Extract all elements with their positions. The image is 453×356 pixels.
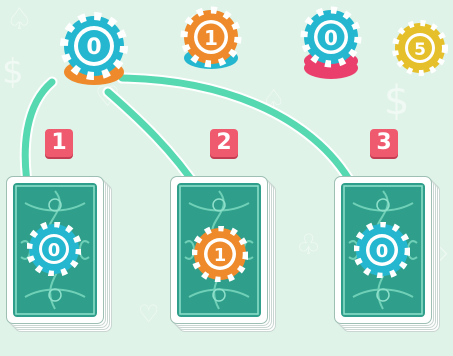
chip-one-value: 1: [204, 26, 218, 50]
deck-2-chip: 1: [192, 226, 248, 282]
source-chip-value: 0: [86, 35, 101, 60]
chip-five[interactable]: 5: [392, 20, 448, 76]
deck-3-chip: 0: [354, 222, 410, 278]
card-deck-2[interactable]: 1: [170, 176, 274, 330]
deck-number-badge-3: 3: [370, 129, 398, 157]
deck-1-chip: 0: [27, 222, 81, 276]
card-deck-3[interactable]: 0: [334, 176, 438, 330]
chip-five-value: 5: [414, 40, 426, 60]
deck-1-chip-value: 0: [48, 240, 61, 261]
chip-zero-value: 0: [324, 26, 338, 50]
source-chip-stack[interactable]: 0: [60, 12, 128, 92]
deck-number-badge-2: 2: [210, 129, 238, 157]
deck-number-badge-1: 1: [45, 129, 73, 157]
deck-2-chip-value: 1: [214, 245, 227, 266]
deck-3-chip-value: 0: [376, 241, 389, 262]
card-deck-1[interactable]: 0: [6, 176, 110, 330]
chip-zero-stack[interactable]: 0: [300, 6, 362, 84]
chip-one-stack[interactable]: 1: [180, 6, 242, 74]
